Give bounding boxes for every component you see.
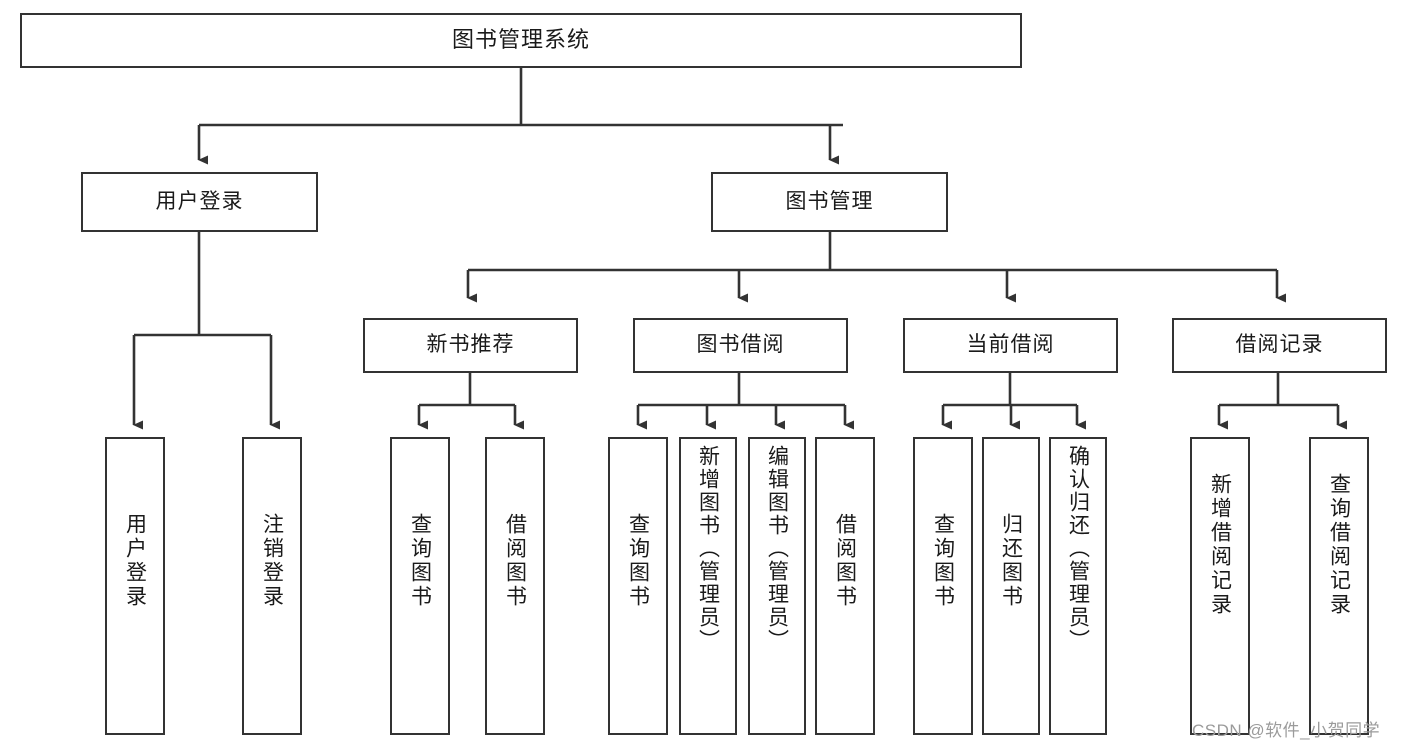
- node-label: 查询图书: [626, 513, 650, 609]
- node-label: 当前借阅: [966, 333, 1055, 357]
- node-label: 新增图书（管理员）: [696, 445, 720, 652]
- node-label: 用户登录: [155, 189, 244, 213]
- leaf-query-book-2[interactable]: 查询图书: [608, 437, 668, 735]
- node-label: 查询借阅记录: [1327, 473, 1351, 617]
- node-label: 借阅图书: [833, 513, 857, 609]
- node-label: 借阅图书: [503, 513, 527, 609]
- node-label: 新增借阅记录: [1208, 473, 1232, 617]
- node-label: 图书管理: [785, 189, 874, 213]
- node-book-management-system[interactable]: 图书管理系统: [20, 13, 1022, 68]
- node-label: 查询图书: [408, 513, 432, 609]
- leaf-query-book-1[interactable]: 查询图书: [390, 437, 450, 735]
- csdn-watermark: CSDN @软件_小贺同学: [1192, 721, 1381, 740]
- node-label: 借阅记录: [1235, 333, 1324, 357]
- node-label: 编辑图书（管理员）: [765, 445, 789, 652]
- node-label: 新书推荐: [426, 333, 515, 357]
- leaf-user-login[interactable]: 用户登录: [105, 437, 165, 735]
- leaf-borrow-book-1[interactable]: 借阅图书: [485, 437, 545, 735]
- node-label: 注销登录: [260, 513, 284, 609]
- node-book-borrow[interactable]: 图书借阅: [633, 318, 848, 373]
- node-borrow-record[interactable]: 借阅记录: [1172, 318, 1387, 373]
- node-user-login[interactable]: 用户登录: [81, 172, 318, 232]
- leaf-add-book[interactable]: 新增图书（管理员）: [679, 437, 737, 735]
- leaf-add-record[interactable]: 新增借阅记录: [1190, 437, 1250, 735]
- node-label: 确认归还（管理员）: [1066, 445, 1090, 652]
- leaf-confirm-return[interactable]: 确认归还（管理员）: [1049, 437, 1107, 735]
- node-label: 归还图书: [999, 513, 1023, 609]
- leaf-borrow-book-2[interactable]: 借阅图书: [815, 437, 875, 735]
- node-current-borrow[interactable]: 当前借阅: [903, 318, 1118, 373]
- leaf-edit-book[interactable]: 编辑图书（管理员）: [748, 437, 806, 735]
- node-new-book-recommend[interactable]: 新书推荐: [363, 318, 578, 373]
- node-label: 查询图书: [931, 513, 955, 609]
- leaf-query-book-3[interactable]: 查询图书: [913, 437, 973, 735]
- leaf-logout[interactable]: 注销登录: [242, 437, 302, 735]
- leaf-query-record[interactable]: 查询借阅记录: [1309, 437, 1369, 735]
- node-label: 图书管理系统: [451, 27, 590, 53]
- node-book-management[interactable]: 图书管理: [711, 172, 948, 232]
- node-label: 图书借阅: [696, 333, 785, 357]
- leaf-return-book[interactable]: 归还图书: [982, 437, 1040, 735]
- node-label: 用户登录: [123, 513, 147, 609]
